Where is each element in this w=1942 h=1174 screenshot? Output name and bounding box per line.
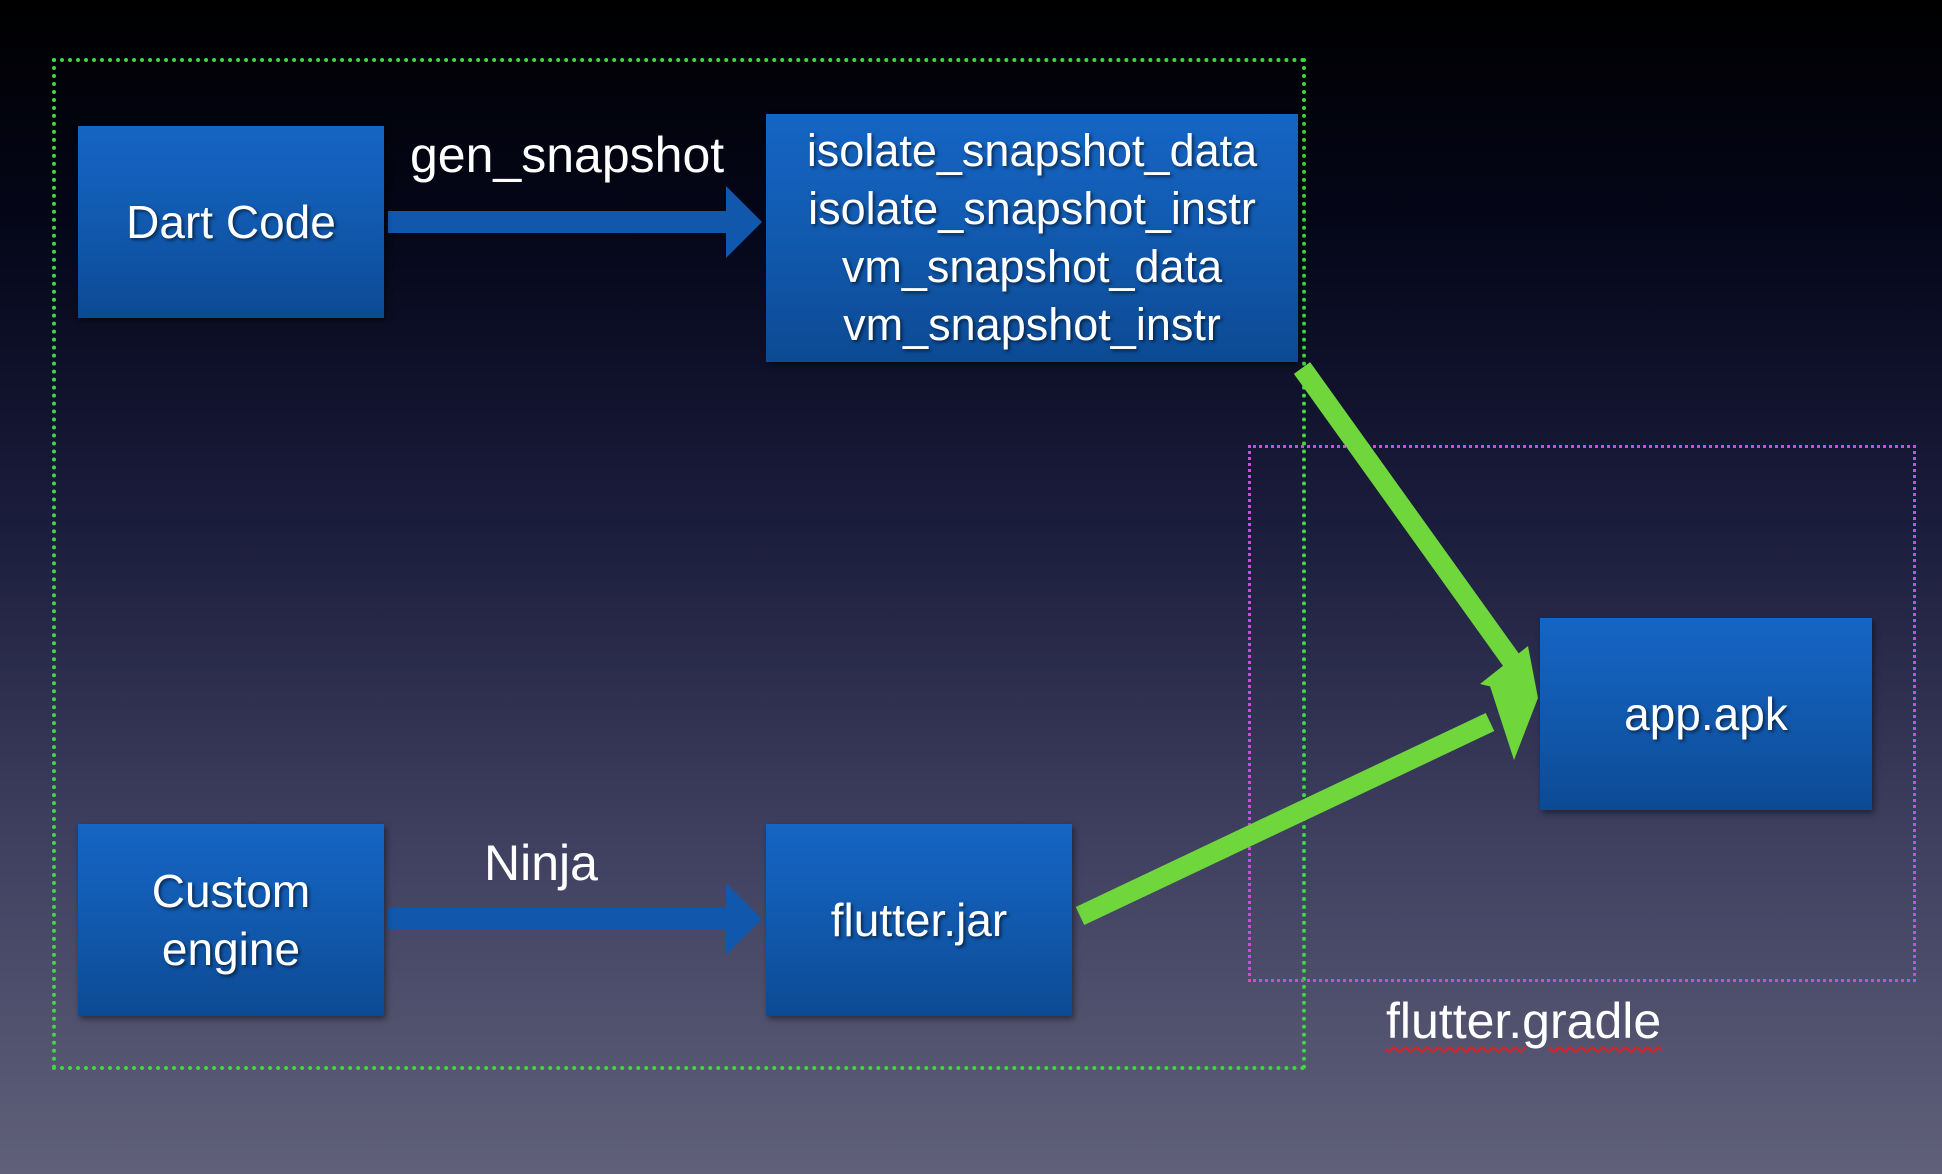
edge-shaft: [1293, 362, 1523, 670]
app-apk-node: app.apk: [1540, 618, 1872, 810]
gen-snapshot-edge-label: gen_snapshot: [410, 127, 725, 183]
edge-shaft: [388, 908, 730, 930]
edge-jar-to-apk: [1075, 680, 1538, 926]
edge-shaft: [1075, 712, 1495, 926]
node-label: Dart Code: [126, 196, 336, 248]
node-label: Custom: [151, 865, 311, 917]
node-label: vm_snapshot_instr: [843, 299, 1221, 350]
custom-engine-node: Custom engine: [78, 824, 384, 1016]
arrowhead: [726, 883, 762, 955]
edge-dart-to-snapshot: [388, 186, 762, 258]
node-label: isolate_snapshot_data: [806, 125, 1258, 176]
arrowhead: [1488, 680, 1538, 760]
edge-snapshot-to-apk: [1293, 362, 1538, 698]
flutter-gradle-group-label: flutter.gradle: [1386, 993, 1662, 1049]
edge-shaft: [388, 211, 730, 233]
edge-custom-to-jar: [388, 883, 762, 955]
node-label: app.apk: [1624, 688, 1788, 740]
node-label: vm_snapshot_data: [841, 241, 1223, 292]
arrowhead: [726, 186, 762, 258]
ninja-edge-label: Ninja: [484, 835, 598, 891]
dart-code-node: Dart Code: [78, 126, 384, 318]
node-label: engine: [161, 923, 301, 975]
flutter-jar-node: flutter.jar: [766, 824, 1072, 1016]
node-label: isolate_snapshot_instr: [808, 183, 1256, 234]
flutter-gradle-group-frame: [1248, 445, 1916, 982]
node-label: flutter.jar: [830, 894, 1008, 946]
build-group-frame: [52, 58, 1306, 1070]
snapshot-files-node: isolate_snapshot_data isolate_snapshot_i…: [766, 114, 1298, 362]
